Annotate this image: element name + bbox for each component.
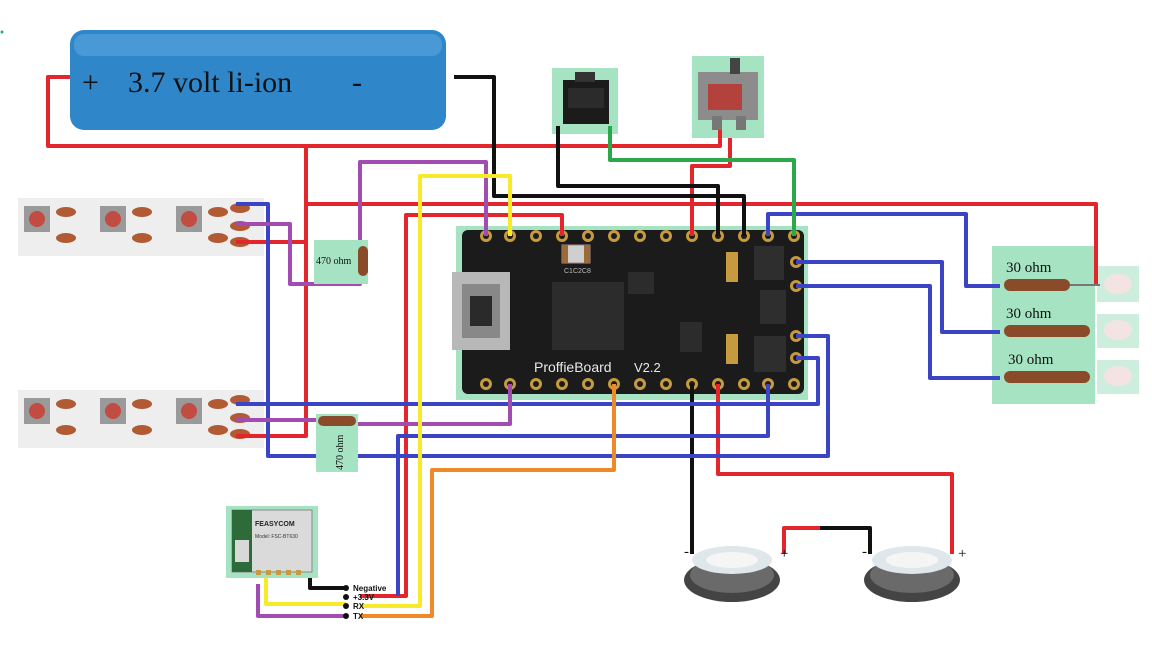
wires-orange [360,384,616,618]
wires-yellow [264,174,512,608]
resistor-right-1: 30 ohm [1004,260,1100,291]
bluetooth-pin-3v3: +3.3V [353,593,375,602]
slide-switch [692,56,764,138]
resistor-right-3-label: 30 ohm [1008,352,1054,368]
battery-plus-sign: + [82,66,99,99]
speaker-left: - + [684,544,788,602]
battery: + 3.7 volt li-ion - [70,30,446,130]
resistor-right-3: 30 ohm [1004,352,1090,383]
board-chip-code: C1C2C8 [564,268,591,275]
resistor-right-2: 30 ohm [1004,306,1090,337]
led-strip-bottom [18,390,264,448]
speaker-left-plus: + [780,546,788,562]
wires-red [46,75,1098,598]
resistor-left-bottom: 470 ohm [316,414,358,472]
corner-dot [0,30,4,34]
proffieboard: C1C2C8 ProffieBoard V2.2 [452,226,808,400]
battery-label: 3.7 volt li-ion [128,66,292,99]
speaker-left-minus: - [684,544,689,560]
wires-black [308,75,872,590]
speaker-right-plus: + [958,546,966,562]
battery-minus-sign: - [352,66,362,99]
resistor-left-top: 470 ohm [314,240,368,284]
led-strip-top [18,198,264,256]
bluetooth-pin-tx: TX [353,612,364,621]
resistor-left-top-label: 470 ohm [316,256,352,267]
board-version: V2.2 [634,360,661,375]
wires-blue [236,202,1000,596]
bluetooth-pin-rx: RX [353,602,365,611]
resistor-left-bottom-label: 470 ohm [335,435,346,471]
bluetooth-brand: FEASYCOM [255,521,295,528]
speaker-right: - + [862,544,966,602]
resistor-right-2-label: 30 ohm [1006,306,1052,322]
speaker-right-minus: - [862,544,867,560]
momentary-switch [552,68,618,134]
board-bottom-pads [480,378,800,390]
bluetooth-module: FEASYCOM Model: FSC-BT630 Negative +3.3V… [226,506,387,621]
bluetooth-pin-negative: Negative [353,584,387,593]
bluetooth-model: Model: FSC-BT630 [255,534,298,540]
board-name: ProffieBoard [534,359,612,375]
resistor-right-1-label: 30 ohm [1006,260,1052,276]
wires-green [608,126,796,236]
